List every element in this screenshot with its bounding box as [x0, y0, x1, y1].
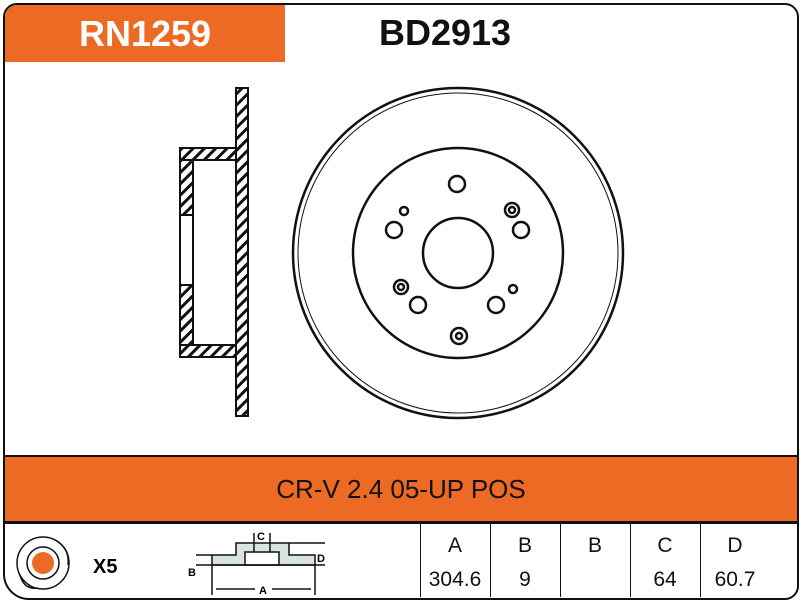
divider: [420, 522, 421, 597]
legend-b: B: [188, 567, 196, 579]
legend-d: D: [317, 553, 325, 565]
dimension-legend-diagram: [196, 533, 325, 595]
disc-front-view: [291, 86, 625, 420]
value-c: 64: [653, 568, 677, 591]
divider: [560, 522, 561, 597]
value-d: 60.7: [714, 568, 756, 591]
legend-a: A: [259, 585, 267, 597]
divider: [630, 522, 631, 597]
outer-frame: [3, 3, 799, 600]
col-header-b: B: [517, 534, 532, 557]
product-code: BD2913: [378, 12, 512, 53]
application-label: CR-V 2.4 05-UP POS: [5, 455, 797, 524]
divider: [700, 522, 701, 597]
col-header-d: D: [727, 534, 743, 557]
legend-c: C: [257, 531, 265, 543]
col-header-c: C: [657, 534, 673, 557]
quantity-label: X5: [93, 556, 118, 578]
col-header-a: A: [447, 534, 462, 557]
col-header-b2: B: [587, 534, 602, 557]
value-a: 304.6: [428, 568, 482, 591]
divider: [490, 522, 491, 597]
reference-number: RN1259: [5, 5, 285, 62]
value-b: 9: [519, 568, 531, 591]
disc-icon: [16, 536, 70, 590]
disc-cross-section: [179, 87, 249, 417]
